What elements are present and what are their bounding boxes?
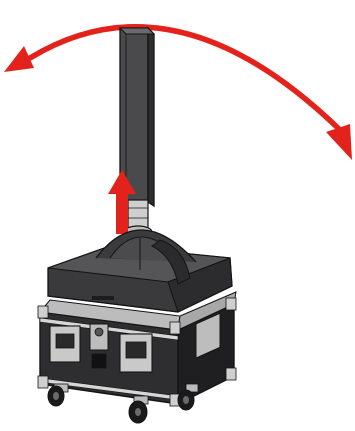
caster-front-right bbox=[129, 396, 148, 423]
flight-case bbox=[38, 230, 236, 406]
rotation-arrow bbox=[4, 27, 352, 160]
caster-front-left bbox=[48, 384, 68, 406]
